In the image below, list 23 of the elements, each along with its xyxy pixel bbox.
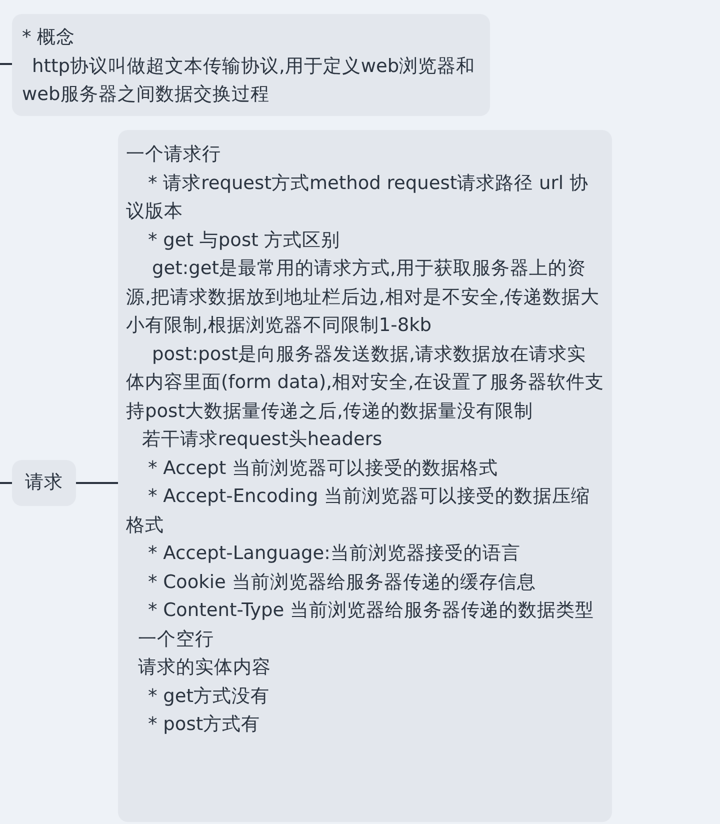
- node-text: * Accept 当前浏览器可以接受的数据格式: [147, 456, 500, 480]
- node-text: 请求: [25, 470, 63, 495]
- topic-node: [12, 460, 76, 506]
- node-text: 若干请求request头headers: [141, 428, 384, 452]
- node-text: post:post是向服务器发送数据,请求数据放在请求实体内容里面(form data),相对安全,在设置了服务器软件支持post大数据量传递之后,传递的数据量没有限制: [126, 342, 604, 424]
- detail-node: [118, 130, 612, 822]
- node-text: * 概念: [22, 26, 76, 50]
- node-text: * Accept-Language:当前浏览器接受的语言: [147, 542, 522, 566]
- connector-line: [76, 482, 118, 484]
- concept-node: [12, 14, 490, 116]
- node-text: * Accept-Encoding 当前浏览器可以接受的数据压缩格式: [126, 485, 591, 538]
- node-text: * Content-Type 当前浏览器给服务器传递的数据类型: [147, 599, 596, 623]
- node-text: 一个请求行: [126, 143, 222, 167]
- node-text: 一个空行: [137, 628, 215, 652]
- node-text: * get 与post 方式区别: [147, 228, 342, 252]
- connector-line: [0, 63, 12, 65]
- node-text: * Cookie 当前浏览器给服务器传递的缓存信息: [147, 570, 537, 594]
- node-text: 请求的实体内容: [137, 656, 272, 680]
- node-text: http协议叫做超文本传输协议,用于定义web浏览器和web服务器之间数据交换过程: [22, 54, 476, 107]
- node-text: * 请求request方式method request请求路径 url 协议版本: [126, 172, 590, 224]
- connector-line: [0, 482, 12, 484]
- node-text: * get方式没有: [147, 684, 271, 708]
- node-text: * post方式有: [147, 713, 262, 737]
